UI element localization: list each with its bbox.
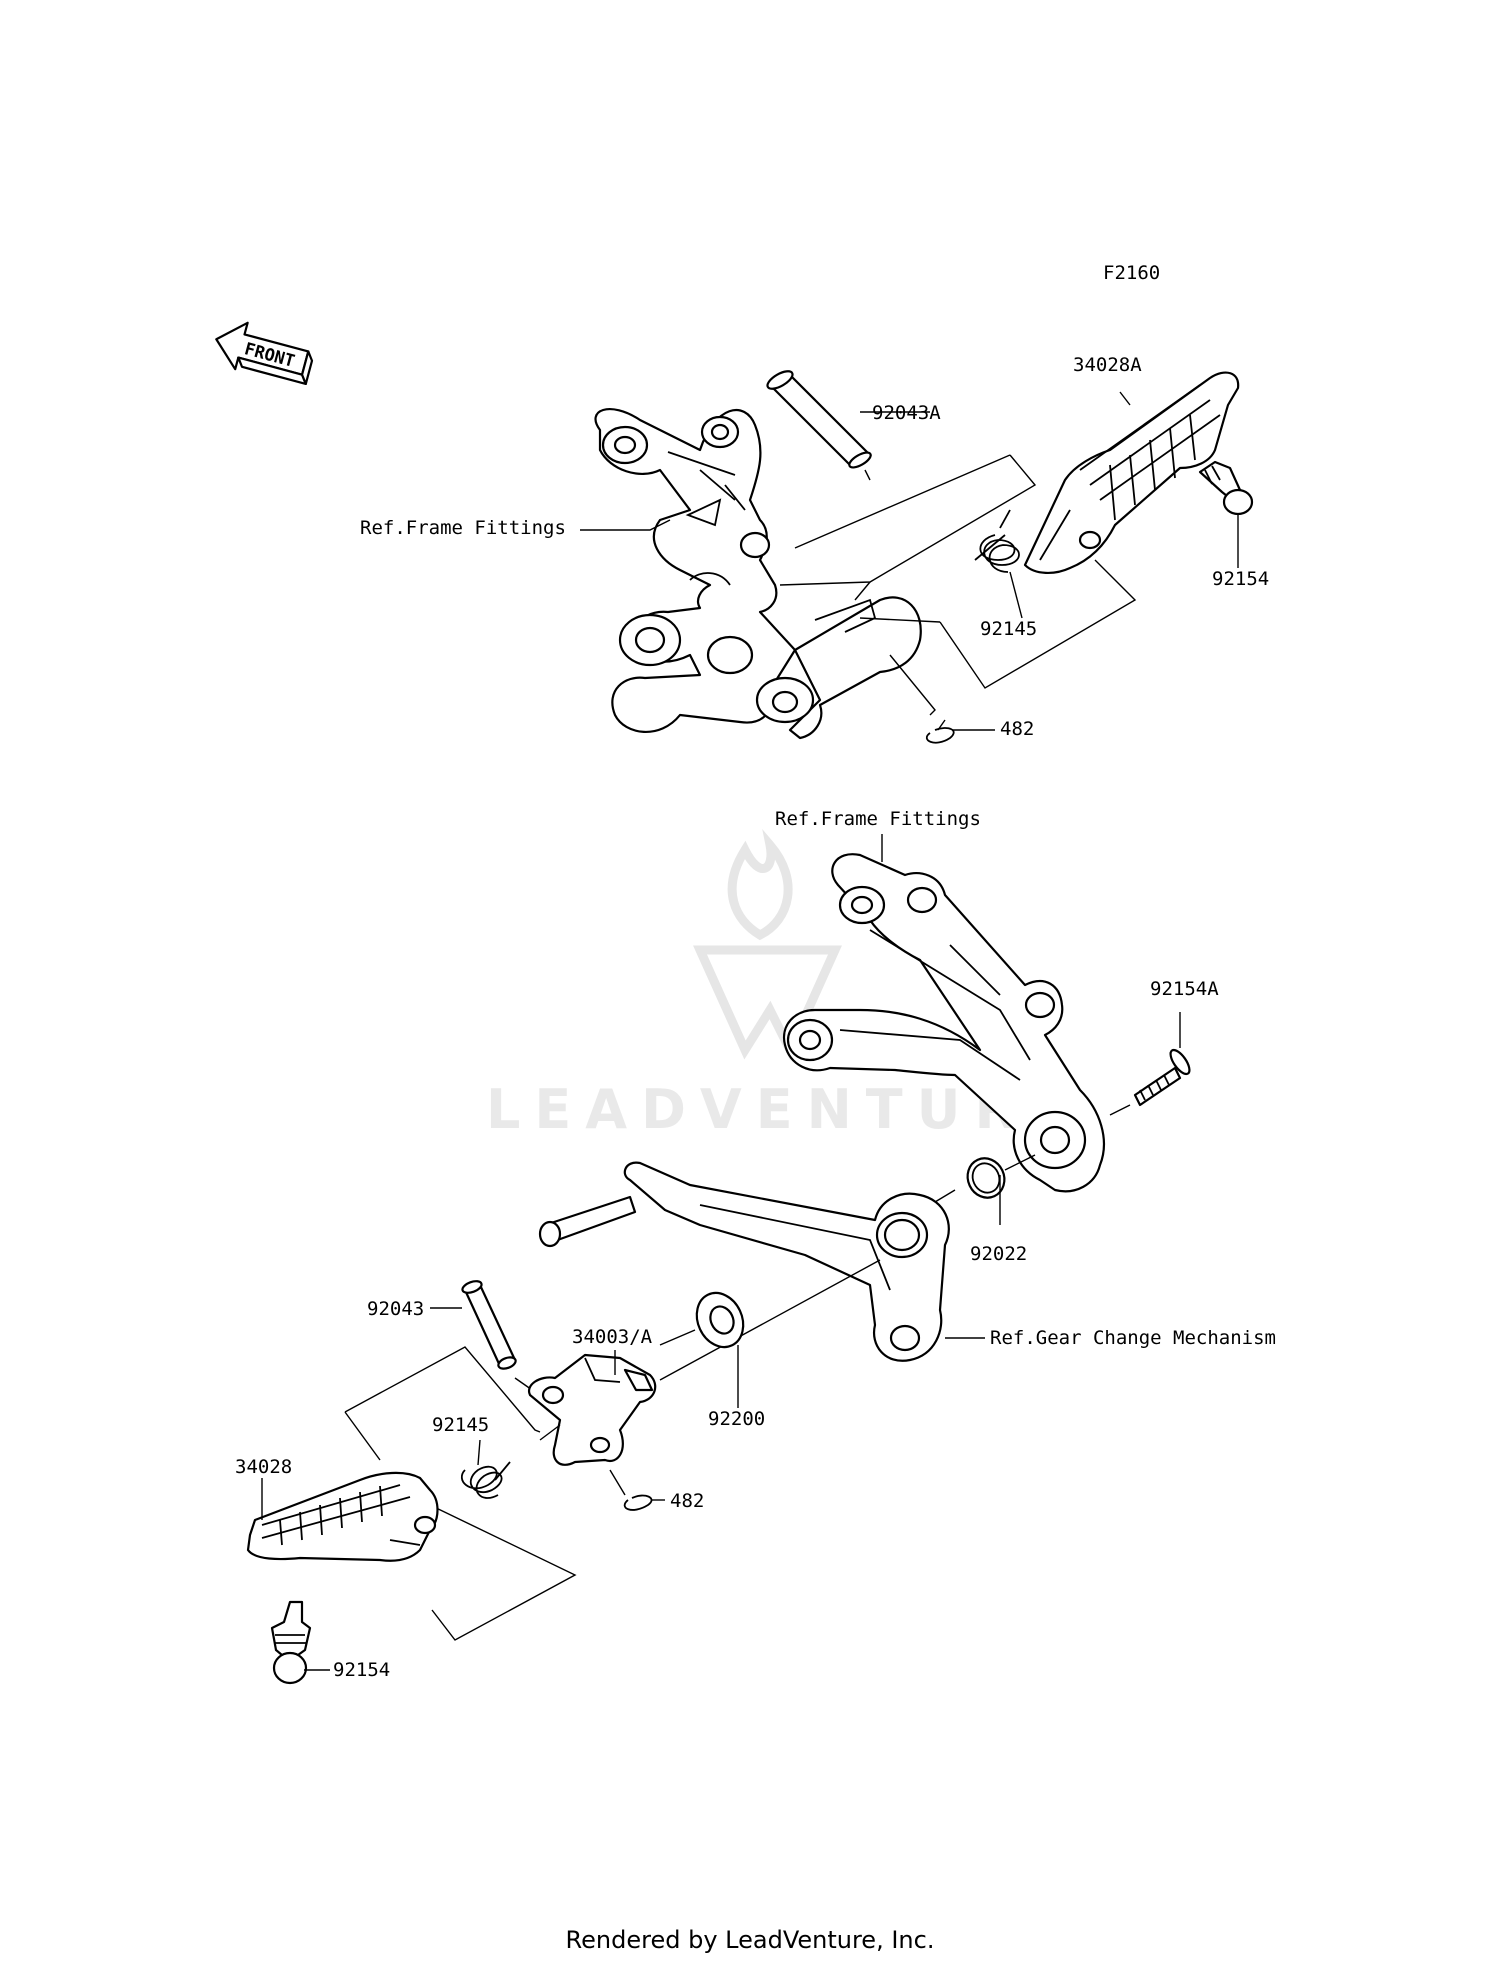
leader-lines <box>261 391 1239 1671</box>
lower-clip-482 <box>623 1494 653 1511</box>
callout-92154-bottom[interactable]: 92154 <box>333 1659 391 1681</box>
watermark-logo <box>693 828 842 1061</box>
callout-92154A[interactable]: 92154A <box>1150 978 1219 1000</box>
lower-clevis-34003A <box>527 1353 657 1466</box>
top-clip-482 <box>925 727 955 744</box>
lower-washer-92200 <box>659 1291 745 1349</box>
callout-34028[interactable]: 34028 <box>235 1456 293 1478</box>
callout-482-top[interactable]: 482 <box>1000 718 1035 740</box>
callout-ref-gear-change-mechanism[interactable]: Ref.Gear Change Mechanism <box>990 1327 1276 1349</box>
lower-spring-92145 <box>460 1461 511 1499</box>
callout-482-bottom[interactable]: 482 <box>670 1490 705 1512</box>
callout-ref-frame-fittings-mid[interactable]: Ref.Frame Fittings <box>775 808 981 830</box>
lower-bolt-92154A <box>1109 1048 1191 1116</box>
callout-92200[interactable]: 92200 <box>708 1408 766 1430</box>
callout-34003A[interactable]: 34003/A <box>572 1326 653 1348</box>
top-footpeg-34028A <box>1023 371 1240 574</box>
lower-frame-bracket <box>782 853 1105 1193</box>
callout-92154-top[interactable]: 92154 <box>1212 568 1270 590</box>
top-pin-92043A <box>766 370 872 469</box>
bottom-explode-lines <box>344 1346 626 1641</box>
lower-pin-92043 <box>461 1280 536 1393</box>
top-explode-lines <box>779 454 1137 731</box>
top-spring-92145 <box>974 509 1020 573</box>
callout-ref-frame-fittings-top[interactable]: Ref.Frame Fittings <box>360 517 566 539</box>
callout-92145-bottom[interactable]: 92145 <box>432 1414 490 1436</box>
top-footpeg-bracket <box>594 408 922 740</box>
callout-92145-top[interactable]: 92145 <box>980 618 1038 640</box>
callout-92022[interactable]: 92022 <box>970 1243 1028 1265</box>
lower-bolt-92154 <box>270 1600 312 1685</box>
callout-34028A[interactable]: 34028A <box>1073 354 1142 376</box>
top-bolt-92154 <box>1198 460 1254 516</box>
diagram-code: F2160 <box>1103 262 1161 284</box>
callout-92043[interactable]: 92043 <box>367 1298 425 1320</box>
lower-washer-92022 <box>929 1154 1036 1206</box>
callout-92043A[interactable]: 92043A <box>872 402 941 424</box>
rendered-by-footer: Rendered by LeadVenture, Inc. <box>565 1926 935 1954</box>
lower-footpeg-34028 <box>246 1471 439 1562</box>
front-arrow-icon: FRONT <box>215 321 314 386</box>
brake-pedal <box>538 1161 950 1381</box>
